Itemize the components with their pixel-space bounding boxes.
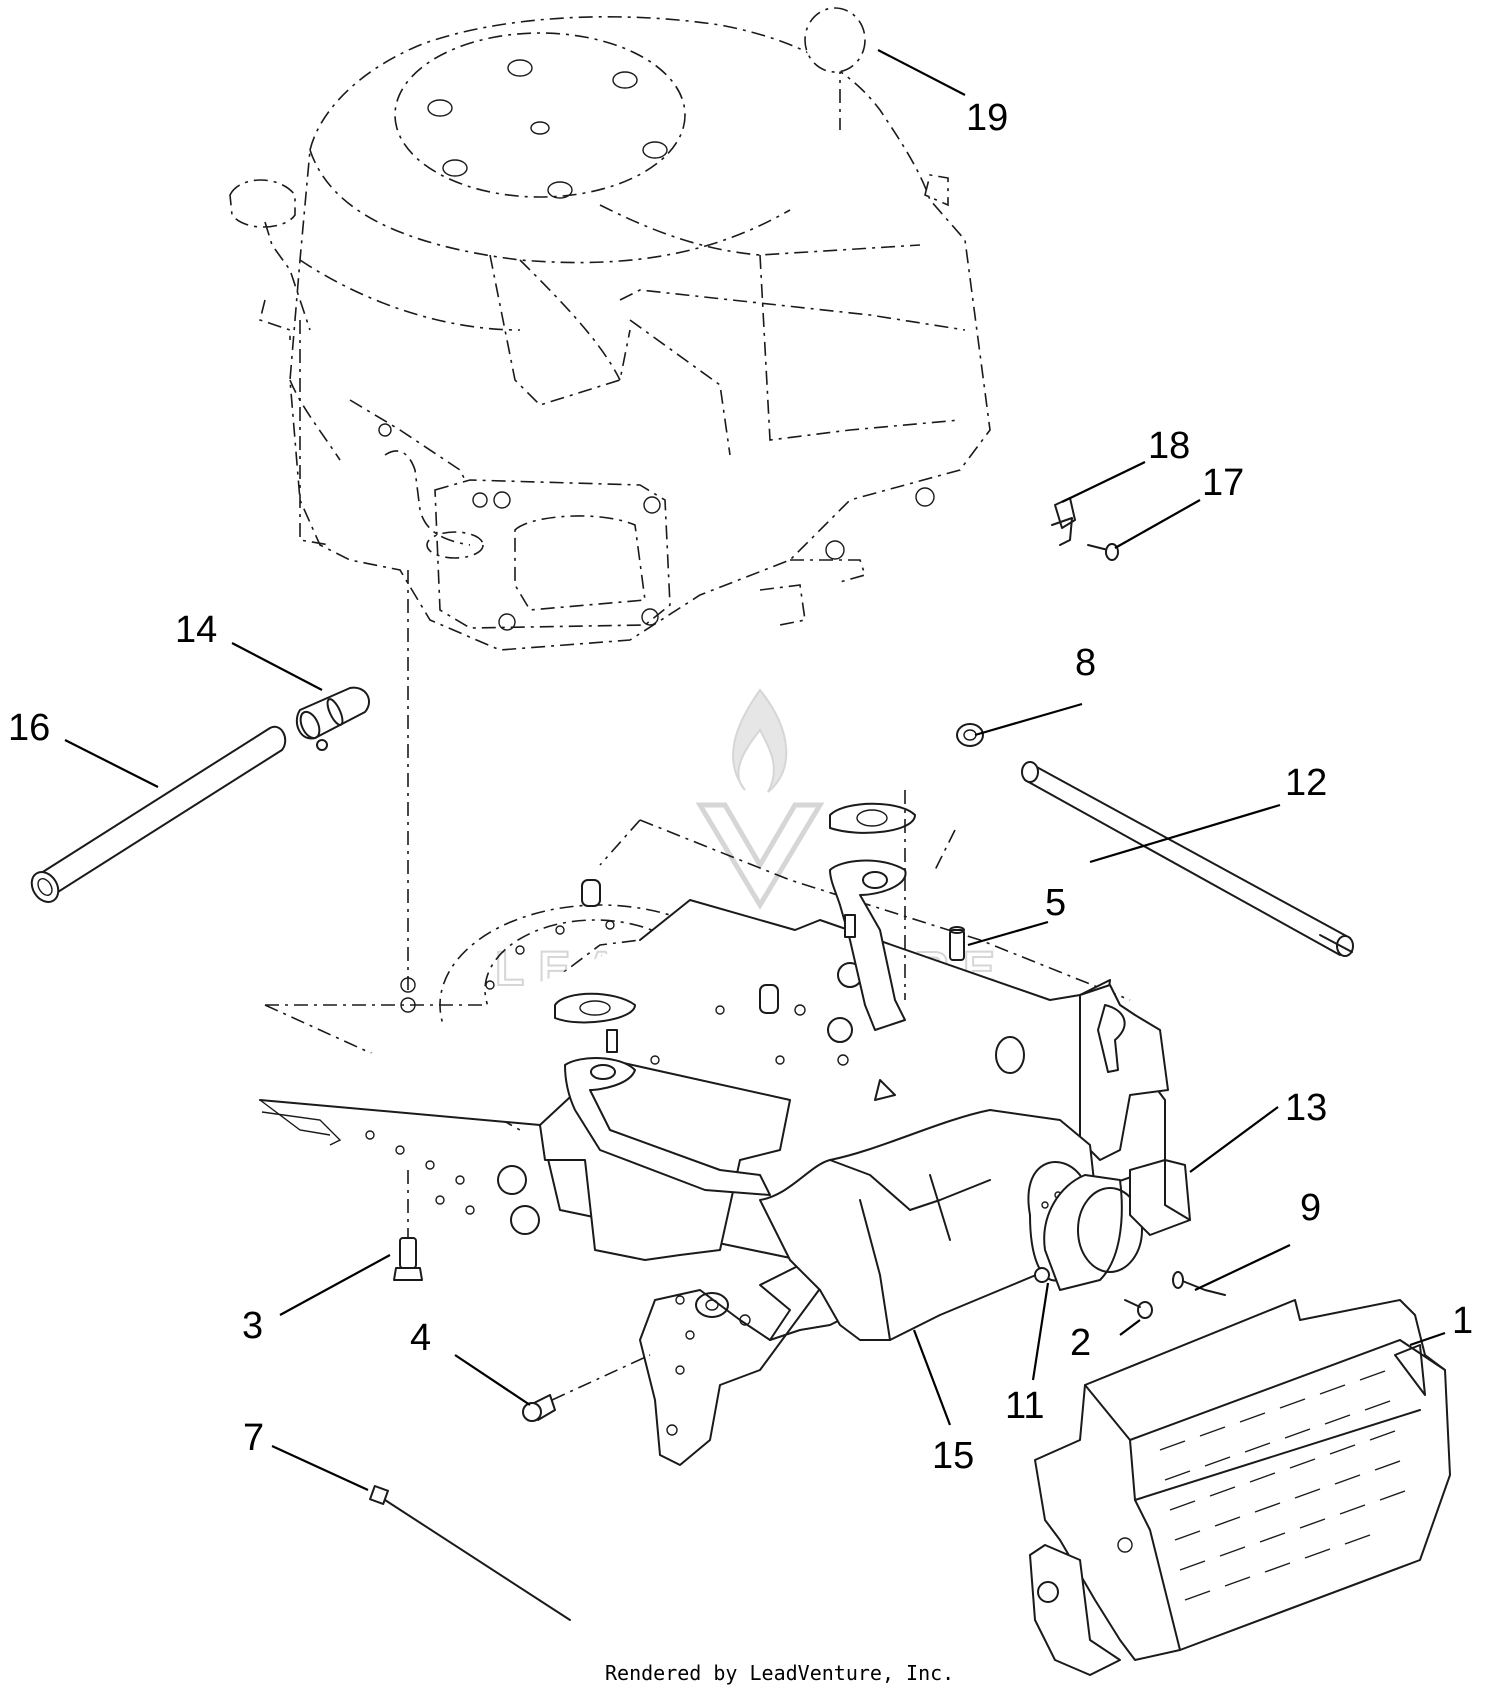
part-18-clip [1051,497,1076,546]
part-3-bolt [393,1170,423,1281]
callout-3: 3 [242,1305,263,1347]
callout-1: 1 [1452,1300,1473,1342]
callout-9: 9 [1300,1187,1321,1229]
callout-15: 15 [932,1435,974,1477]
callout-18: 18 [1148,425,1190,467]
part-2-screw [1124,1299,1153,1319]
callout-8: 8 [1075,642,1096,684]
callout-5: 5 [1045,882,1066,924]
callout-14: 14 [175,609,217,651]
part-14-fitting [295,686,370,751]
part-11-spark-arrestor [1034,1174,1143,1291]
flame-icon [732,688,788,793]
exhaust-pipes [554,790,956,1196]
engine-assembly [229,16,991,651]
callout-17: 17 [1202,462,1244,504]
part-7-cable-tie [369,1485,571,1621]
callout-13: 13 [1285,1087,1327,1129]
callout-labels: 19 18 17 14 16 8 12 5 13 9 1 2 11 15 3 4… [8,97,1473,1477]
callout-11: 11 [1005,1385,1044,1427]
callout-4: 4 [410,1317,431,1359]
part-4-bolt [522,1354,651,1422]
part-5-stud [949,926,965,961]
render-credit: Rendered by LeadVenture, Inc. [605,1661,954,1685]
part-13-bracket [1129,1159,1191,1236]
part-9-pin [1172,1271,1226,1296]
callout-12: 12 [1285,762,1327,804]
part-17-screw [1087,543,1119,561]
part-12-rod [1021,761,1354,957]
v-logo-icon [695,802,825,910]
callout-2: 2 [1070,1322,1091,1364]
part-16-hose [30,725,287,903]
callout-16: 16 [8,707,50,749]
leader-lines [64,49,1446,1491]
callout-7: 7 [243,1417,264,1459]
part-1-muffler-guard [1029,1299,1451,1676]
callout-19: 19 [966,97,1008,139]
guard-vent-slots [1159,1370,1406,1601]
part-19-cap [804,7,866,73]
part-8-clamp [956,723,984,747]
